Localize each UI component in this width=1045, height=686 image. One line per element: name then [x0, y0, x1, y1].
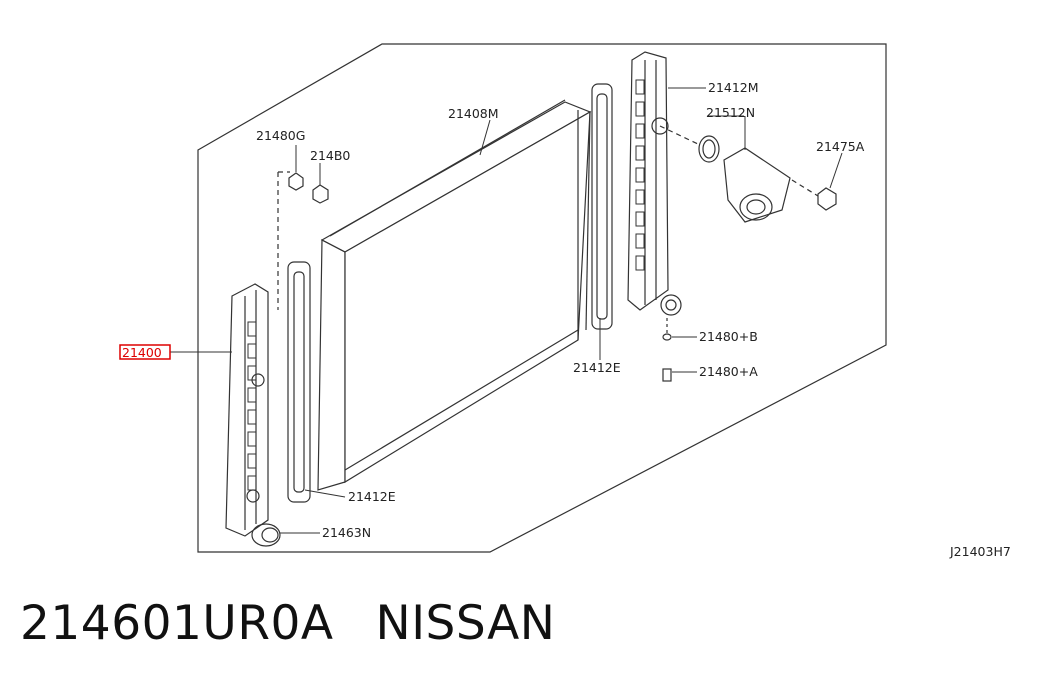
right-tank — [627, 51, 682, 316]
callout-21480G: 21480G — [256, 128, 305, 143]
radiator-core — [317, 99, 592, 491]
callout-214B0: 214B0 — [310, 148, 350, 163]
filler-neck-assembly — [659, 125, 837, 223]
callout-21480-B: 21480+B — [699, 329, 758, 344]
diagram-frame — [197, 43, 887, 553]
drain-plug — [662, 318, 672, 382]
part-caption: 214601UR0A NISSAN — [20, 596, 555, 651]
seal-strip-left — [287, 261, 311, 503]
drawing-code: J21403H7 — [950, 544, 1011, 559]
callout-21412M: 21412M — [708, 80, 759, 95]
callout-21412E-right: 21412E — [573, 360, 621, 375]
callout-21400-highlighted[interactable]: 21400 — [122, 345, 162, 360]
radiator-exploded-diagram: 21480G 214B0 21408M 21412M 21512N 21475A… — [119, 43, 887, 553]
callout-21463N: 21463N — [322, 525, 371, 540]
callout-21480-A: 21480+A — [699, 364, 758, 379]
callout-21408M: 21408M — [448, 106, 499, 121]
callout-21475A: 21475A — [816, 139, 865, 154]
bracket-fasteners — [277, 171, 329, 310]
part-number: 214601UR0A — [20, 596, 334, 651]
callout-21412E-left: 21412E — [348, 489, 396, 504]
leader-lines — [170, 87, 843, 534]
highlight-box — [119, 344, 171, 360]
brand-name: NISSAN — [375, 596, 556, 651]
left-tank — [225, 283, 281, 547]
seal-strip-right — [591, 83, 613, 330]
callout-21512N: 21512N — [706, 105, 755, 120]
